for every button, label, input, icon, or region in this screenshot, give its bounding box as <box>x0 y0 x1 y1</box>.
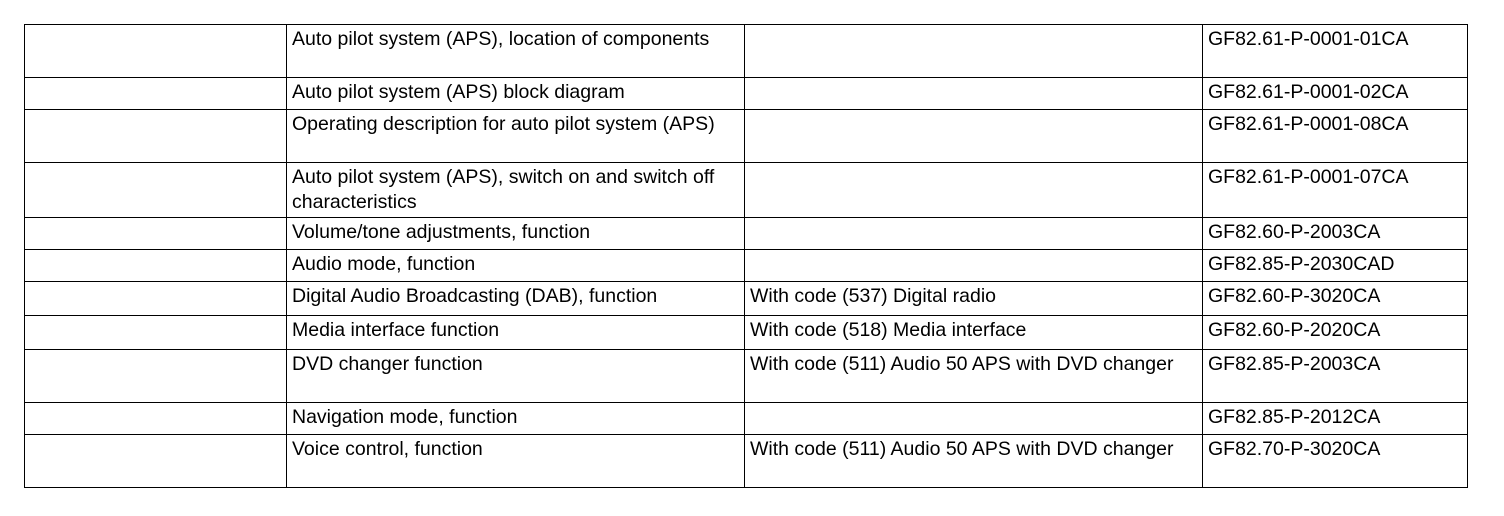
table-row: Audio mode, function GF82.85-P-2030CAD <box>24 249 1468 282</box>
table-row: Digital Audio Broadcasting (DAB), functi… <box>24 281 1468 316</box>
document-title-cell: DVD changer function <box>286 349 745 403</box>
blank-cell <box>24 434 287 488</box>
document-title-cell: Media interface function <box>286 315 745 350</box>
document-title-cell: Audio mode, function <box>286 249 745 282</box>
blank-cell <box>24 217 287 250</box>
condition-cell <box>744 109 1203 163</box>
document-code-cell: GF82.61-P-0001-01CA <box>1202 24 1468 78</box>
document-title-cell: Auto pilot system (APS), switch on and s… <box>286 162 745 218</box>
blank-cell <box>24 349 287 403</box>
table-row: Navigation mode, function GF82.85-P-2012… <box>24 402 1468 435</box>
condition-cell: With code (518) Media interface <box>744 315 1203 350</box>
document-reference-table: Auto pilot system (APS), location of com… <box>24 24 1468 488</box>
blank-cell <box>24 24 287 78</box>
document-code-cell: GF82.60-P-2003CA <box>1202 217 1468 250</box>
table-row: Auto pilot system (APS) block diagram GF… <box>24 77 1468 110</box>
document-title-cell: Auto pilot system (APS) block diagram <box>286 77 745 110</box>
condition-cell <box>744 77 1203 110</box>
condition-cell <box>744 249 1203 282</box>
document-title-cell: Volume/tone adjustments, function <box>286 217 745 250</box>
blank-cell <box>24 402 287 435</box>
document-title-cell: Voice control, function <box>286 434 745 488</box>
blank-cell <box>24 281 287 316</box>
document-code-cell: GF82.61-P-0001-08CA <box>1202 109 1468 163</box>
condition-cell: With code (537) Digital radio <box>744 281 1203 316</box>
document-title-cell: Operating description for auto pilot sys… <box>286 109 745 163</box>
condition-cell: With code (511) Audio 50 APS with DVD ch… <box>744 349 1203 403</box>
document-code-cell: GF82.85-P-2030CAD <box>1202 249 1468 282</box>
document-title-cell: Digital Audio Broadcasting (DAB), functi… <box>286 281 745 316</box>
document-code-cell: GF82.85-P-2003CA <box>1202 349 1468 403</box>
document-code-cell: GF82.60-P-2020CA <box>1202 315 1468 350</box>
table-row: Media interface function With code (518)… <box>24 315 1468 350</box>
document-code-cell: GF82.60-P-3020CA <box>1202 281 1468 316</box>
document-code-cell: GF82.85-P-2012CA <box>1202 402 1468 435</box>
table-row: Operating description for auto pilot sys… <box>24 109 1468 163</box>
condition-cell <box>744 162 1203 218</box>
table-row: Auto pilot system (APS), switch on and s… <box>24 162 1468 218</box>
condition-cell <box>744 402 1203 435</box>
table-row: Volume/tone adjustments, function GF82.6… <box>24 217 1468 250</box>
document-title-cell: Navigation mode, function <box>286 402 745 435</box>
condition-cell <box>744 217 1203 250</box>
document-code-cell: GF82.70-P-3020CA <box>1202 434 1468 488</box>
table-row: Voice control, function With code (511) … <box>24 434 1468 488</box>
blank-cell <box>24 249 287 282</box>
blank-cell <box>24 109 287 163</box>
blank-cell <box>24 77 287 110</box>
document-code-cell: GF82.61-P-0001-07CA <box>1202 162 1468 218</box>
table-row: DVD changer function With code (511) Aud… <box>24 349 1468 403</box>
document-title-cell: Auto pilot system (APS), location of com… <box>286 24 745 78</box>
document-code-cell: GF82.61-P-0001-02CA <box>1202 77 1468 110</box>
table-row: Auto pilot system (APS), location of com… <box>24 24 1468 78</box>
condition-cell <box>744 24 1203 78</box>
blank-cell <box>24 315 287 350</box>
blank-cell <box>24 162 287 218</box>
condition-cell: With code (511) Audio 50 APS with DVD ch… <box>744 434 1203 488</box>
